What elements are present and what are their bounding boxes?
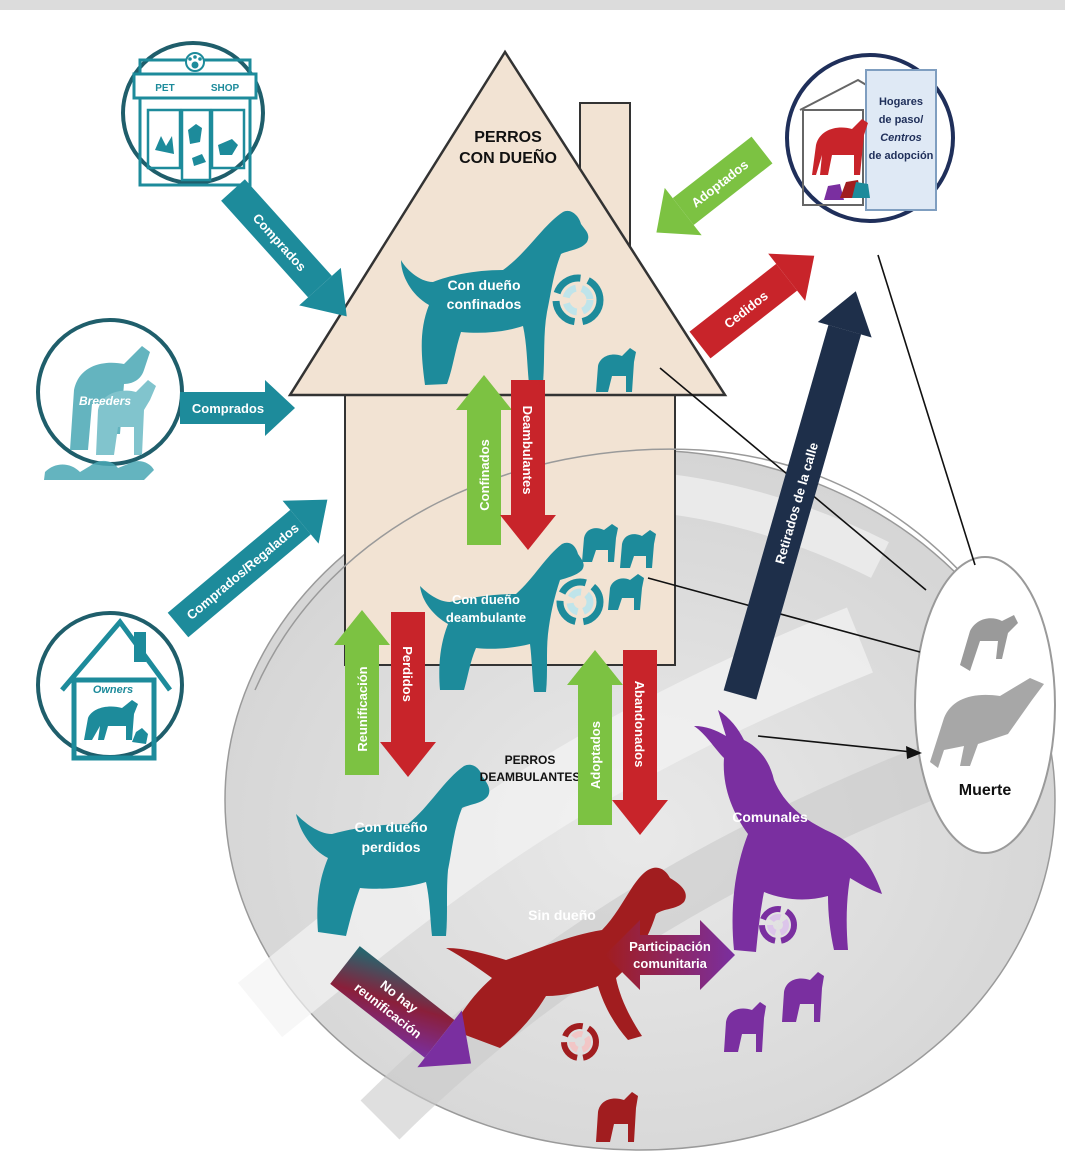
adoption-center: Hogares de paso/ Centros de adopción — [785, 53, 955, 223]
lost-label-line1: Con dueño — [354, 819, 427, 835]
svg-text:Comprados: Comprados — [192, 401, 264, 416]
arrow-comprados-petshop: Comprados — [221, 179, 347, 317]
adoption-line4: de adopción — [869, 150, 934, 162]
dead-dog-icon-2 — [930, 678, 1044, 768]
puppies-community — [724, 972, 824, 1052]
recycle-icon-2 — [556, 578, 604, 626]
svg-text:Deambulantes: Deambulantes — [520, 406, 535, 495]
arrow-participacion: Participación comunitaria — [605, 920, 735, 990]
paw-icon — [185, 52, 205, 72]
owners-dog-icon — [84, 700, 138, 740]
death-arrowhead — [906, 746, 922, 759]
confined-label-line2: confinados — [447, 296, 522, 312]
puppy-confined — [596, 348, 636, 392]
svg-text:Confinados: Confinados — [477, 439, 492, 511]
street-title-line2: DEAMBULANTES — [480, 770, 581, 784]
arrow-deambulantes: Deambulantes — [500, 380, 556, 550]
confined-label-line1: Con dueño — [447, 277, 520, 293]
arrow-perdidos: Perdidos — [380, 612, 436, 777]
adoption-line3: Centros — [880, 132, 922, 144]
house-roof — [287, 49, 728, 397]
adoption-line1: Hogares — [879, 96, 923, 108]
lost-label-line2: perdidos — [361, 839, 420, 855]
arrow-adoptados-center: Adoptados — [656, 136, 773, 236]
owners-source: Owners — [36, 611, 184, 761]
adoption-dog-icon — [812, 119, 868, 175]
death-circle: Muerte — [914, 556, 1056, 854]
owners-label: Owners — [93, 684, 133, 696]
dog-ownerless — [446, 867, 686, 1048]
adoption-line2: de paso/ — [879, 114, 924, 126]
owners-house-icon — [60, 617, 173, 692]
dog-community — [694, 710, 882, 952]
petshop-source: PET SHOP — [121, 41, 265, 187]
top-border — [0, 0, 1065, 10]
recycle-icon — [552, 274, 604, 326]
recycle-icon-3 — [561, 1023, 599, 1061]
dog-roaming — [420, 542, 584, 692]
svg-text:Comprados/Regalados: Comprados/Regalados — [184, 520, 302, 623]
svg-text:Participación: Participación — [629, 939, 711, 954]
svg-text:comunitaria: comunitaria — [633, 956, 707, 971]
arrow-adoptados-street: Adoptados — [567, 650, 623, 825]
breeders-dogs-icon — [44, 346, 156, 480]
svg-text:Perdidos: Perdidos — [400, 646, 415, 702]
community-label: Comunales — [732, 809, 808, 825]
puppy-ownerless — [596, 1092, 638, 1142]
death-label: Muerte — [959, 782, 1012, 799]
roaming-label-line2: deambulante — [446, 610, 526, 625]
petshop-sign-right: SHOP — [211, 83, 240, 94]
ownerless-label: Sin dueño — [528, 907, 596, 923]
recycle-icon-4 — [759, 906, 797, 944]
svg-text:Abandonados: Abandonados — [632, 681, 647, 768]
petshop-animal-icons — [155, 124, 238, 166]
arrow-cedidos: Cedidos — [689, 253, 815, 359]
adoption-center-board — [865, 69, 937, 211]
dog-confined — [401, 210, 589, 385]
arrow-abandonados: Abandonados — [612, 650, 668, 835]
breeders-label: Breeders — [79, 394, 131, 408]
street-title-line1: PERROS — [505, 753, 556, 767]
arrow-reunificacion: Reunificación — [334, 610, 390, 775]
breeders-source: Breeders — [36, 318, 184, 480]
svg-text:Adoptados: Adoptados — [588, 721, 603, 789]
house-title-line1: PERROS — [474, 129, 542, 146]
dead-dog-icon — [960, 615, 1018, 671]
arrow-confinados: Confinados — [456, 375, 512, 545]
puppies-roaming — [582, 524, 656, 610]
petshop-sign-left: PET — [155, 83, 174, 94]
dog-lost — [296, 764, 490, 936]
arrow-comprados-breeders: Comprados — [180, 380, 295, 436]
svg-text:Reunificación: Reunificación — [355, 666, 370, 751]
house-title-line2: CON DUEÑO — [459, 147, 557, 167]
roaming-label-line1: Con dueño — [452, 592, 520, 607]
